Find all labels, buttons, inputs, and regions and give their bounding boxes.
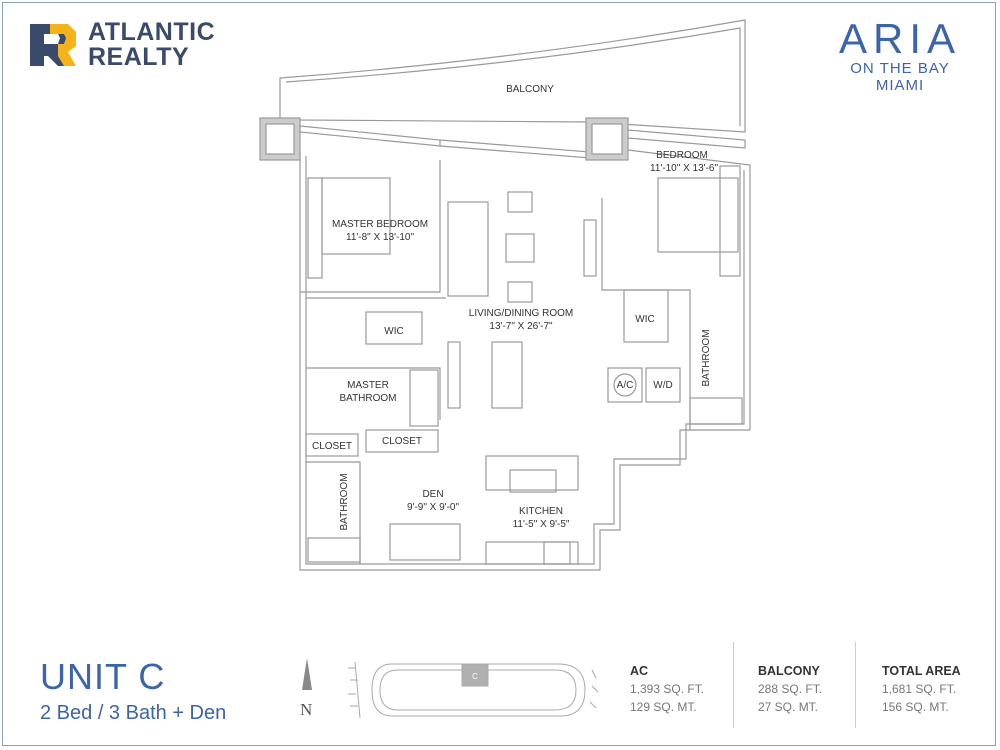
brand-line2: REALTY <box>88 43 190 71</box>
brand-name: ATLANTIC REALTY <box>88 20 215 70</box>
label-bathroom-right: BATHROOM <box>701 329 712 386</box>
label-master-bath-2: BATHROOM <box>339 393 396 404</box>
label-den-dims: 9'-9" X 9'-0" <box>407 502 460 513</box>
project-logo: ARIA ON THE BAY MIAMI <box>820 15 980 95</box>
unit-subtitle: 2 Bed / 3 Bath + Den <box>40 702 227 724</box>
label-master-bedroom: MASTER BEDROOM <box>332 219 428 230</box>
label-closet-left: CLOSET <box>312 441 352 452</box>
label-living-dims: 13'-7" X 26'-7" <box>489 321 553 332</box>
stat-head: TOTAL AREA <box>882 664 961 678</box>
label-living: LIVING/DINING ROOM <box>469 308 573 319</box>
label-wd: W/D <box>653 380 672 391</box>
stat-head: BALCONY <box>758 664 820 678</box>
label-bedroom: BEDROOM <box>656 150 708 161</box>
project-name: ARIA <box>838 15 962 62</box>
label-balcony: BALCONY <box>506 84 554 95</box>
keyplan-unit-label: C <box>472 672 478 681</box>
compass-icon <box>302 658 312 690</box>
brand-line1: ATLANTIC <box>88 18 216 46</box>
stat-head: AC <box>630 664 649 678</box>
stat-ac: AC 1,393 SQ. FT. 129 SQ. MT. <box>630 662 704 716</box>
label-kitchen: KITCHEN <box>519 506 563 517</box>
label-kitchen-dims: 11'-5" X 9'-5" <box>513 519 570 530</box>
stat-total-area: TOTAL AREA 1,681 SQ. FT. 156 SQ. MT. <box>882 662 961 716</box>
project-line3: MIAMI <box>875 77 925 94</box>
unit-title: UNIT C <box>40 656 166 697</box>
label-master-bedroom-dims: 11'-8" X 13'-10" <box>346 232 414 243</box>
stat-line2: 156 SQ. MT. <box>882 700 949 714</box>
stat-line2: 129 SQ. MT. <box>630 700 697 714</box>
label-den: DEN <box>422 489 443 500</box>
label-wic-left: WIC <box>384 326 403 337</box>
stats-divider <box>733 642 734 728</box>
stat-balcony: BALCONY 288 SQ. FT. 27 SQ. MT. <box>758 662 822 716</box>
label-bedroom-dims: 11'-10" X 13'-6" <box>650 163 718 174</box>
stats-divider <box>855 642 856 728</box>
label-master-bath-1: MASTER <box>347 380 389 391</box>
keyplan <box>348 661 599 719</box>
stat-line1: 1,681 SQ. FT. <box>882 682 957 696</box>
label-wic-right: WIC <box>635 314 654 325</box>
stat-line1: 288 SQ. FT. <box>758 682 823 696</box>
label-ac: A/C <box>617 380 634 391</box>
project-line2: ON THE BAY <box>850 60 950 77</box>
label-bathroom-left: BATHROOM <box>339 473 350 530</box>
label-closet-right: CLOSET <box>382 436 422 447</box>
atlantic-realty-logo <box>30 24 76 66</box>
stat-line2: 27 SQ. MT. <box>758 700 819 714</box>
stat-line1: 1,393 SQ. FT. <box>630 682 705 696</box>
balcony-outline <box>279 19 746 133</box>
compass-label: N <box>300 700 313 719</box>
